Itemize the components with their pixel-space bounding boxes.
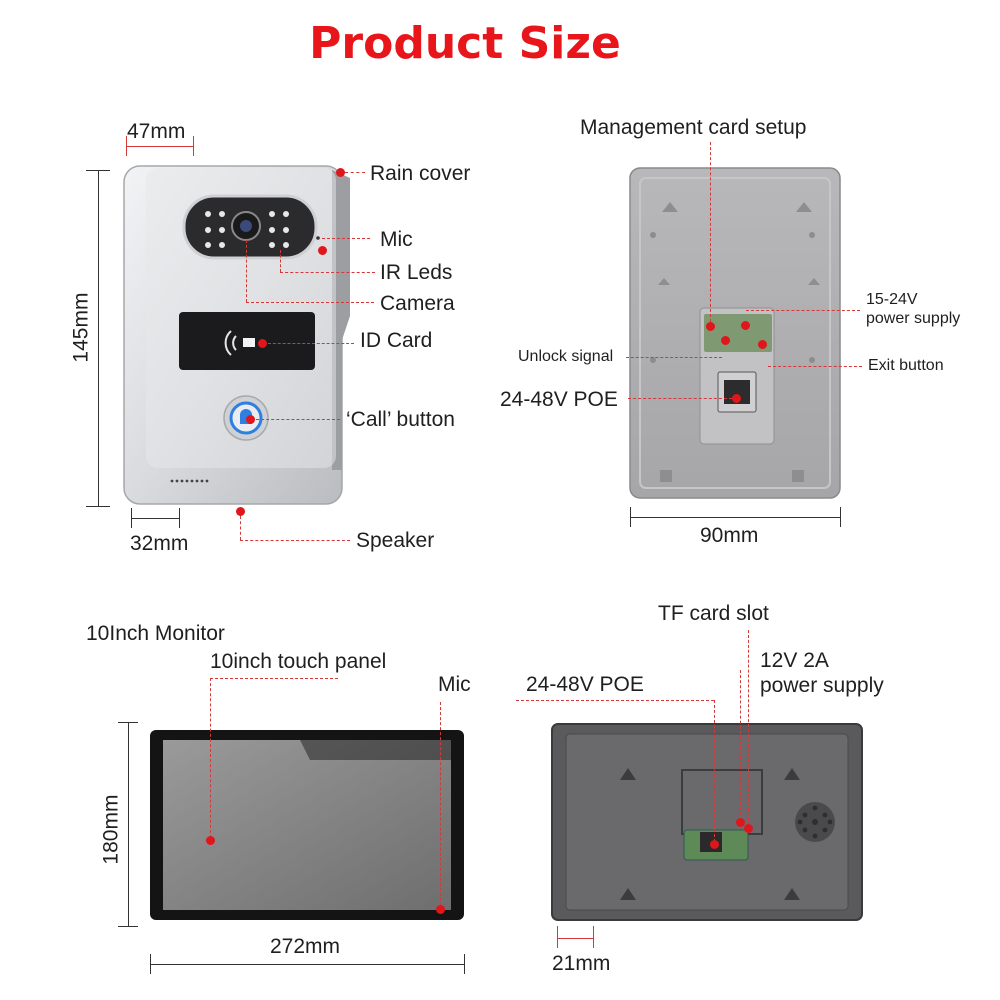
poe-backplate-leader <box>628 398 732 399</box>
label-poe-backplate: 24-48V POE <box>500 388 618 411</box>
height-145-tick-bottom <box>86 506 110 507</box>
id-card-leader <box>268 343 354 344</box>
poe-monitor-leader-v <box>714 700 715 842</box>
label-unlock-signal: Unlock signal <box>518 348 614 365</box>
width-47-tick-left <box>126 136 127 156</box>
label-ir-leds: IR Leds <box>380 261 453 284</box>
mic-leader <box>322 238 370 239</box>
power-leader <box>746 310 860 311</box>
tf-slot-leader <box>748 630 749 826</box>
monitor-back <box>551 723 863 921</box>
width-272-line <box>150 964 464 965</box>
label-call-button: ‘Call’ button <box>346 408 455 431</box>
dim-width-47: 47mm <box>127 120 186 143</box>
mic-dot <box>317 245 327 255</box>
depth-32-tick-right <box>179 508 180 528</box>
power-dot <box>740 320 750 330</box>
depth-21-tick-right <box>593 926 594 948</box>
monitor-front <box>150 730 464 920</box>
label-mic: Mic <box>380 228 413 251</box>
width-47-tick-right <box>193 136 194 156</box>
label-camera: Camera <box>380 292 455 315</box>
camera-leader-v <box>246 240 247 302</box>
camera-leader-h <box>246 302 374 303</box>
width-90-line <box>630 517 840 518</box>
exit-leader <box>768 366 862 367</box>
backplate-unit <box>629 167 841 499</box>
dim-width-272: 272mm <box>270 935 341 958</box>
management-leader <box>710 142 711 322</box>
width-90-tick-right <box>840 507 841 527</box>
power-12v-dot <box>735 817 745 827</box>
ir-leds-leader-v <box>280 250 281 272</box>
height-180-line <box>128 722 129 926</box>
label-poe-monitor: 24-48V POE <box>526 673 644 696</box>
rain-cover-dot <box>335 167 345 177</box>
label-monitor-title: 10Inch Monitor <box>86 622 225 645</box>
label-touch-panel: 10inch touch panel <box>210 650 387 673</box>
depth-21-tick-left <box>557 926 558 948</box>
label-rain-cover: Rain cover <box>370 162 471 185</box>
label-monitor-mic: Mic <box>438 673 471 696</box>
label-id-card: ID Card <box>360 329 433 352</box>
depth-32-line <box>131 518 179 519</box>
call-button-leader <box>256 419 340 420</box>
power-12v-leader <box>740 670 741 820</box>
label-exit-button: Exit button <box>868 357 944 374</box>
speaker-leader-v <box>240 516 241 540</box>
speaker-dot <box>235 506 245 516</box>
width-272-tick-right <box>464 954 465 974</box>
height-145-tick-top <box>86 170 110 171</box>
unlock-dot <box>720 335 730 345</box>
tf-slot-dot <box>743 823 753 833</box>
monitor-mic-leader <box>440 702 441 906</box>
depth-32-tick-left <box>131 508 132 528</box>
rain-cover-leader <box>345 172 365 173</box>
label-power-15-24: 15-24V power supply <box>866 291 961 328</box>
width-272-tick-left <box>150 954 151 974</box>
height-180-tick-top <box>118 722 138 723</box>
label-tf-card-slot: TF card slot <box>658 602 769 625</box>
touch-panel-leader-v <box>210 678 211 838</box>
exit-dot <box>757 339 767 349</box>
call-button-dot <box>245 414 255 424</box>
dim-depth-32: 32mm <box>130 532 189 555</box>
poe-monitor-dot <box>709 839 719 849</box>
depth-21-line <box>557 938 593 939</box>
management-dot <box>705 321 715 331</box>
monitor-mic-dot <box>435 904 445 914</box>
height-180-tick-bottom <box>118 926 138 927</box>
touch-panel-leader-h <box>210 678 338 679</box>
dim-width-90: 90mm <box>700 524 759 547</box>
id-card-dot <box>257 338 267 348</box>
doorbell-unit <box>123 165 350 505</box>
dim-height-180: 180mm <box>99 794 123 865</box>
width-47-line <box>126 146 194 147</box>
ir-leds-leader-h <box>280 272 375 273</box>
unlock-leader <box>626 357 722 358</box>
label-power-12v: 12V 2A power supply <box>760 649 884 698</box>
label-speaker: Speaker <box>356 529 435 552</box>
width-90-tick-left <box>630 507 631 527</box>
dim-depth-21: 21mm <box>552 952 611 975</box>
speaker-leader-h <box>240 540 350 541</box>
dim-height-145: 145mm <box>69 292 93 363</box>
poe-backplate-dot <box>731 393 741 403</box>
touch-panel-dot <box>205 835 215 845</box>
page-title: Product Size <box>309 18 621 69</box>
label-management-card: Management card setup <box>580 116 807 139</box>
poe-monitor-leader-h <box>516 700 714 701</box>
height-145-line <box>98 170 99 506</box>
